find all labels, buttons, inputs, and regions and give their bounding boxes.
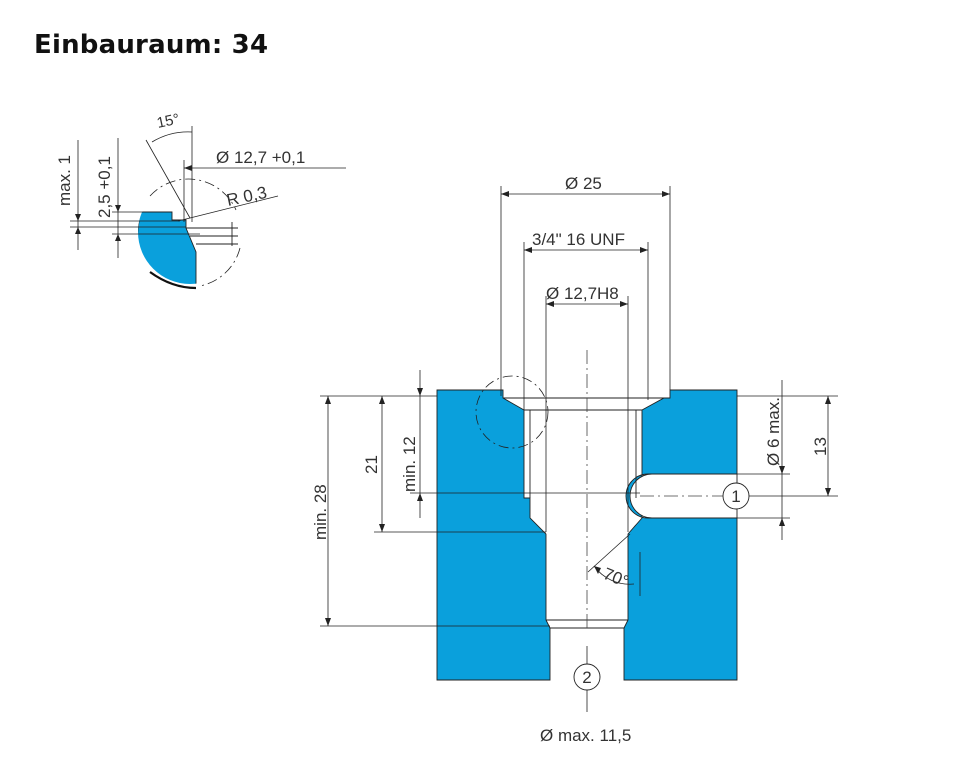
d25-label: Ø 25 <box>565 174 602 193</box>
angle70-label: 70° <box>601 564 632 591</box>
arrow <box>640 247 648 253</box>
body-left <box>437 390 550 680</box>
angle-arc <box>152 132 192 142</box>
d6-label: Ø 6 max. <box>764 397 783 466</box>
arrow <box>417 493 423 501</box>
min28-label: min. 28 <box>311 484 330 540</box>
arrow <box>662 191 670 197</box>
arrow <box>620 301 628 307</box>
d21-label: 21 <box>362 455 381 474</box>
arrow <box>524 247 532 253</box>
max1-label: max. 1 <box>55 155 74 206</box>
detail-view: max. 1 2,5 +0,1 15° Ø 12,7 +0,1 R 0,3 <box>55 111 346 300</box>
arrow <box>75 227 81 234</box>
port-1-label: 1 <box>731 487 740 506</box>
d13-label: 13 <box>811 437 830 456</box>
body-right <box>624 390 737 680</box>
port-2-label: 2 <box>582 668 591 687</box>
arrow <box>115 234 121 241</box>
d127h8-label: Ø 12,7H8 <box>546 284 619 303</box>
depth-label: 2,5 +0,1 <box>95 156 114 218</box>
angle-leg-1 <box>146 140 190 218</box>
arrow <box>379 524 385 532</box>
main-section: Ø 25 3/4" 16 UNF Ø 12,7H8 min. 28 21 <box>311 174 838 745</box>
arrow <box>325 618 331 626</box>
arrow <box>779 466 785 474</box>
arrow <box>184 165 192 171</box>
d127-tol-label: Ø 12,7 +0,1 <box>216 148 305 167</box>
arrow <box>417 388 423 396</box>
thread-label: 3/4" 16 UNF <box>532 230 625 249</box>
arrow <box>75 214 81 221</box>
arrow <box>825 396 831 404</box>
arrow <box>501 191 509 197</box>
radius-label: R 0,3 <box>225 183 269 210</box>
dmax-label: Ø max. 11,5 <box>540 726 631 745</box>
detail-arc-top <box>150 179 236 210</box>
detail-arc-right <box>200 248 240 286</box>
arrow <box>115 205 121 212</box>
arrow <box>325 396 331 404</box>
min12-label: min. 12 <box>400 436 419 492</box>
arrow <box>825 488 831 496</box>
angle15-label: 15° <box>155 111 181 132</box>
arrow <box>779 518 785 526</box>
arrow <box>379 396 385 404</box>
